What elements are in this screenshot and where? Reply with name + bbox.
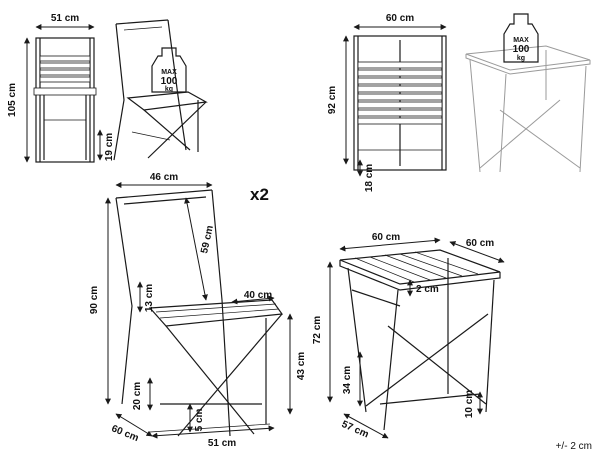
- dim-chair-total-height: 90 cm: [89, 197, 111, 405]
- dim-table-top-thickness: 2 cm: [407, 279, 439, 297]
- dim-chair-width: 51 cm: [151, 425, 275, 449]
- dim-table-depth: 60 cm: [449, 238, 505, 263]
- dim-table-height: 72 cm: [312, 261, 333, 403]
- dim-chair-foot-bar: 5 cm: [187, 403, 205, 433]
- dim-table-foot-bar: 10 cm: [464, 390, 483, 418]
- dim-table-leg-spread: 57 cm: [340, 413, 389, 441]
- tolerance-note: +/- 2 cm: [555, 441, 592, 452]
- dim-chair-seat-gap: 13 cm: [137, 281, 155, 313]
- dim-chair-seat-depth: 40 cm: [231, 290, 275, 305]
- max-weight-badge-chair: MAX 100 kg: [151, 47, 187, 93]
- dim-table-width: 60 cm: [339, 232, 441, 252]
- chair-back-rest-label: 46 cm: [150, 172, 178, 183]
- badge-table-max-unit: kg: [517, 55, 525, 62]
- dim-chair-back-foot: 18 cm: [357, 159, 375, 192]
- chair-back-width-label: 60 cm: [386, 13, 414, 24]
- badge-table-max-value: 100: [513, 44, 530, 55]
- badge-table-max-label: MAX: [513, 37, 529, 44]
- quantity-multiplier: x2: [250, 185, 269, 204]
- folded-chair-slats: [39, 55, 91, 83]
- chair-seat-height-label: 43 cm: [296, 352, 307, 380]
- chair-back-foot-label: 18 cm: [364, 164, 375, 192]
- dim-table-cross-bar: 34 cm: [342, 351, 363, 407]
- chair-foot-bar-label: 5 cm: [194, 408, 205, 431]
- dim-chair-side-height: 105 cm: [7, 37, 30, 163]
- table-width-label: 60 cm: [372, 232, 400, 243]
- table-cross-bar-label: 34 cm: [342, 366, 353, 394]
- chair-perspective-view: [113, 19, 208, 161]
- folded-chair-front-view: [33, 37, 97, 163]
- folded-chair-back-view: [353, 35, 447, 171]
- table-leg-spread-label: 57 cm: [340, 419, 370, 441]
- table-height-label: 72 cm: [312, 316, 323, 344]
- chair-seat-gap-label: 13 cm: [144, 284, 155, 312]
- dim-chair-low-bar: 20 cm: [132, 377, 153, 411]
- table-top-thickness-label: 2 cm: [416, 284, 439, 295]
- table-foot-bar-label: 10 cm: [464, 390, 475, 418]
- dim-chair-back-rest: 46 cm: [115, 172, 213, 188]
- table-large-view: [339, 249, 501, 431]
- badge-max-label: MAX: [161, 69, 177, 76]
- chair-side-foot-label: 19 cm: [104, 133, 115, 161]
- max-weight-badge-table: MAX 100 kg: [503, 13, 539, 63]
- dim-chair-side-width: 51 cm: [35, 13, 95, 30]
- chair-back-height-label: 92 cm: [327, 86, 338, 114]
- chair-side-large-view: [115, 189, 284, 437]
- badge-max-unit: kg: [165, 86, 173, 93]
- chair-seat-depth-label: 40 cm: [244, 290, 272, 301]
- chair-side-width-label: 51 cm: [51, 13, 79, 24]
- chair-width-label: 51 cm: [208, 438, 236, 449]
- dim-chair-back-width: 60 cm: [353, 13, 447, 30]
- table-perspective-view: [465, 45, 591, 173]
- badge-max-value: 100: [161, 76, 178, 87]
- dim-chair-seat-height: 43 cm: [287, 313, 307, 415]
- dim-chair-back-height: 92 cm: [327, 35, 349, 165]
- dim-chair-back-rest-height: 59 cm: [184, 197, 216, 301]
- dim-chair-depth: 60 cm: [110, 413, 153, 444]
- seat-slats: [155, 303, 280, 319]
- table-top-slats: [354, 251, 479, 283]
- dim-chair-side-foot: 19 cm: [97, 129, 115, 161]
- chair-low-bar-label: 20 cm: [132, 382, 143, 410]
- folded-chair-back-slats: [357, 61, 443, 125]
- table-depth-label: 60 cm: [466, 238, 494, 249]
- chair-side-height-label: 105 cm: [7, 83, 18, 117]
- chair-total-height-label: 90 cm: [89, 286, 100, 314]
- chair-back-rest-height-label: 59 cm: [199, 224, 216, 254]
